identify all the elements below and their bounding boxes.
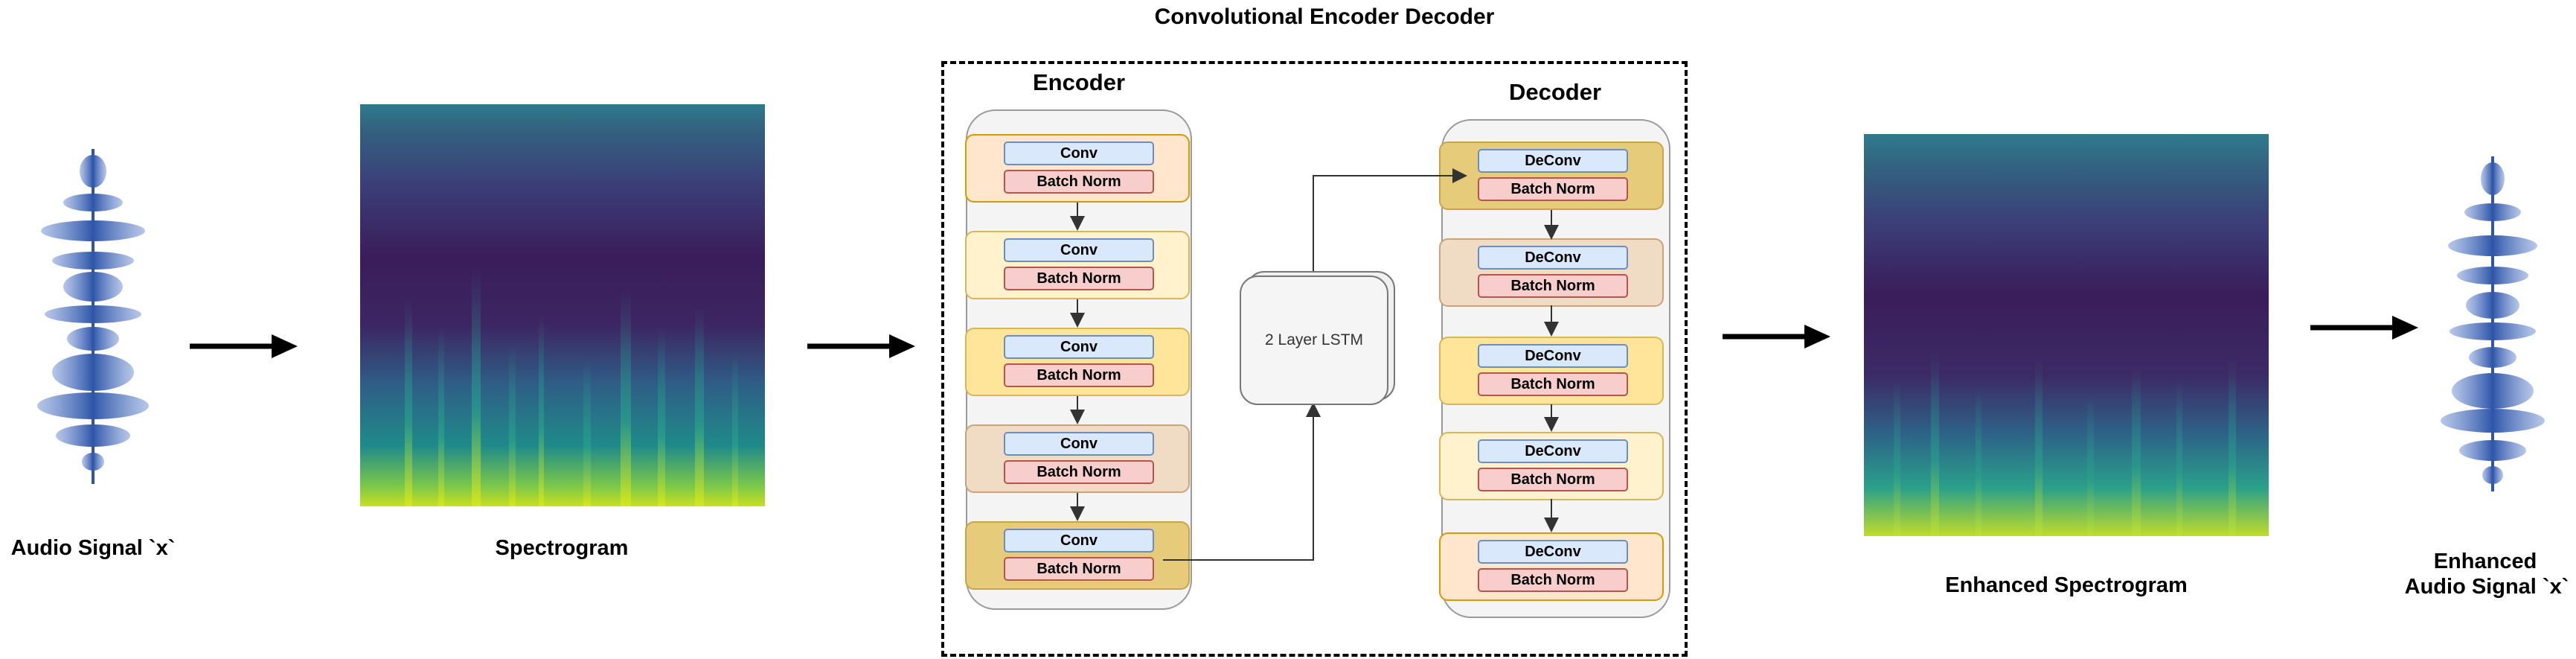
- enhanced-waveform-icon: [2441, 156, 2545, 491]
- arrow-right-icon: [807, 334, 915, 358]
- decoder-op-label: DeConv: [1478, 439, 1628, 463]
- enhanced-spectrogram-label: Enhanced Spectrogram: [1945, 573, 2188, 597]
- encoder-op-label: Conv: [1004, 141, 1154, 165]
- decoder-op-label: DeConv: [1478, 344, 1628, 368]
- decoder-op-label: DeConv: [1478, 540, 1628, 564]
- enhanced-audio-label-line2: Audio Signal `x`: [2404, 575, 2569, 599]
- audio-input-label: Audio Signal `x`: [10, 536, 176, 560]
- encoder-title: Encoder: [1032, 69, 1126, 95]
- audio-waveform-icon: [37, 149, 149, 484]
- decoder-op-label: DeConv: [1478, 246, 1628, 270]
- encoder-norm-label: Batch Norm: [1004, 363, 1154, 387]
- decoder-op-label: DeConv: [1478, 149, 1628, 173]
- spectrogram-image: [360, 104, 765, 506]
- decoder-norm-label: Batch Norm: [1478, 274, 1628, 298]
- enhanced-audio-label-line1: Enhanced: [2433, 550, 2537, 573]
- arrow-right-icon: [1723, 325, 1830, 348]
- decoder-title: Decoder: [1508, 79, 1602, 105]
- decoder-norm-label: Batch Norm: [1478, 372, 1628, 396]
- encoder-norm-label: Batch Norm: [1004, 460, 1154, 484]
- decoder-norm-label: Batch Norm: [1478, 177, 1628, 201]
- spectrogram-label: Spectrogram: [495, 536, 629, 560]
- encoder-op-label: Conv: [1004, 238, 1154, 262]
- encoder-op-label: Conv: [1004, 432, 1154, 456]
- encoder-op-label: Conv: [1004, 335, 1154, 359]
- arrow-right-icon: [190, 334, 298, 358]
- lstm-box: 2 Layer LSTM: [1240, 276, 1388, 405]
- decoder-norm-label: Batch Norm: [1478, 468, 1628, 491]
- encoder-norm-label: Batch Norm: [1004, 170, 1154, 194]
- diagram-title: Convolutional Encoder Decoder: [1154, 4, 1495, 29]
- encoder-norm-label: Batch Norm: [1004, 267, 1154, 290]
- decoder-norm-label: Batch Norm: [1478, 568, 1628, 592]
- encoder-decoder-boundary: [941, 61, 1688, 657]
- arrow-right-icon: [2310, 316, 2418, 340]
- encoder-norm-label: Batch Norm: [1004, 557, 1154, 581]
- lstm-label: 2 Layer LSTM: [1265, 331, 1363, 348]
- enhanced-spectrogram-image: [1864, 134, 2269, 536]
- encoder-op-label: Conv: [1004, 529, 1154, 553]
